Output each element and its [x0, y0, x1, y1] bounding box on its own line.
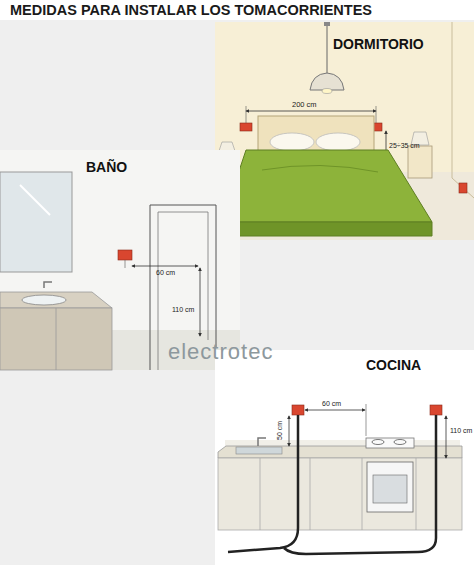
cabinet-door — [416, 458, 417, 530]
base-cabinets — [218, 458, 462, 530]
power-outlet — [118, 250, 132, 260]
extension-line — [376, 106, 377, 123]
headboard — [258, 116, 374, 152]
power-outlet — [292, 405, 304, 415]
dimension-label: 50 cm — [276, 421, 283, 440]
dimension-label: 200 cm — [292, 101, 317, 109]
oven — [367, 462, 413, 512]
bathroom-panel — [0, 150, 240, 370]
mirror-shine — [20, 185, 50, 215]
table-lamp — [219, 142, 235, 151]
cabinet-door — [56, 308, 57, 370]
ceiling-lamp — [310, 73, 344, 90]
washbasin — [22, 295, 66, 305]
lamp-bulb — [322, 89, 332, 94]
cabinet-door — [362, 458, 363, 530]
title-band — [0, 0, 474, 20]
dimension-line — [446, 416, 447, 458]
power-outlet — [459, 183, 467, 193]
oven-window — [373, 475, 407, 503]
room-name: BAÑO — [86, 160, 127, 174]
pillow — [316, 133, 360, 151]
wall-corner — [452, 22, 453, 178]
dimension-label: 60 cm — [322, 400, 341, 407]
burner — [372, 440, 384, 445]
dimension-label: 110 cm — [450, 427, 472, 434]
dimension-line — [132, 266, 198, 267]
burner — [394, 440, 406, 445]
countertop — [0, 292, 112, 308]
power-cable — [228, 415, 298, 552]
dimension-label: 110 cm — [172, 306, 194, 313]
dimension-label: 60 cm — [156, 269, 175, 276]
ceiling-mount — [324, 22, 330, 26]
pillow — [270, 133, 314, 151]
room-name: DORMITORIO — [333, 37, 424, 51]
cooktop — [366, 438, 414, 448]
bed-side — [222, 222, 432, 236]
cabinet-door — [260, 458, 261, 530]
extension-line — [246, 106, 247, 123]
dimension-label: 25÷35 cm — [389, 142, 420, 149]
extension-line — [366, 404, 367, 436]
dimension-line — [289, 416, 290, 446]
extension-line — [125, 260, 126, 268]
power-cable — [284, 415, 436, 554]
page-title: MEDIDAS PARA INSTALAR LOS TOMACORRIENTES — [10, 3, 372, 18]
cabinet-door — [310, 458, 311, 530]
lamp-cord — [327, 26, 328, 74]
wall-corner — [452, 178, 474, 198]
power-outlet — [430, 405, 442, 415]
faucet — [258, 438, 266, 446]
dimension-line — [200, 268, 201, 336]
dimension-line — [246, 111, 376, 112]
bedspread — [222, 150, 432, 222]
kitchen-panel — [215, 350, 474, 565]
watermark: electrotec — [168, 341, 273, 363]
kitchen-sink — [236, 447, 282, 454]
countertop — [218, 446, 462, 458]
bedroom-panel — [215, 22, 474, 240]
power-outlet — [240, 123, 252, 131]
nightstand — [408, 146, 432, 178]
vanity-cabinet — [0, 308, 112, 370]
faucet — [44, 282, 52, 288]
room-name: COCINA — [366, 358, 421, 372]
bed-fold — [262, 165, 378, 172]
dimension-line — [305, 410, 365, 411]
mirror — [0, 172, 72, 272]
